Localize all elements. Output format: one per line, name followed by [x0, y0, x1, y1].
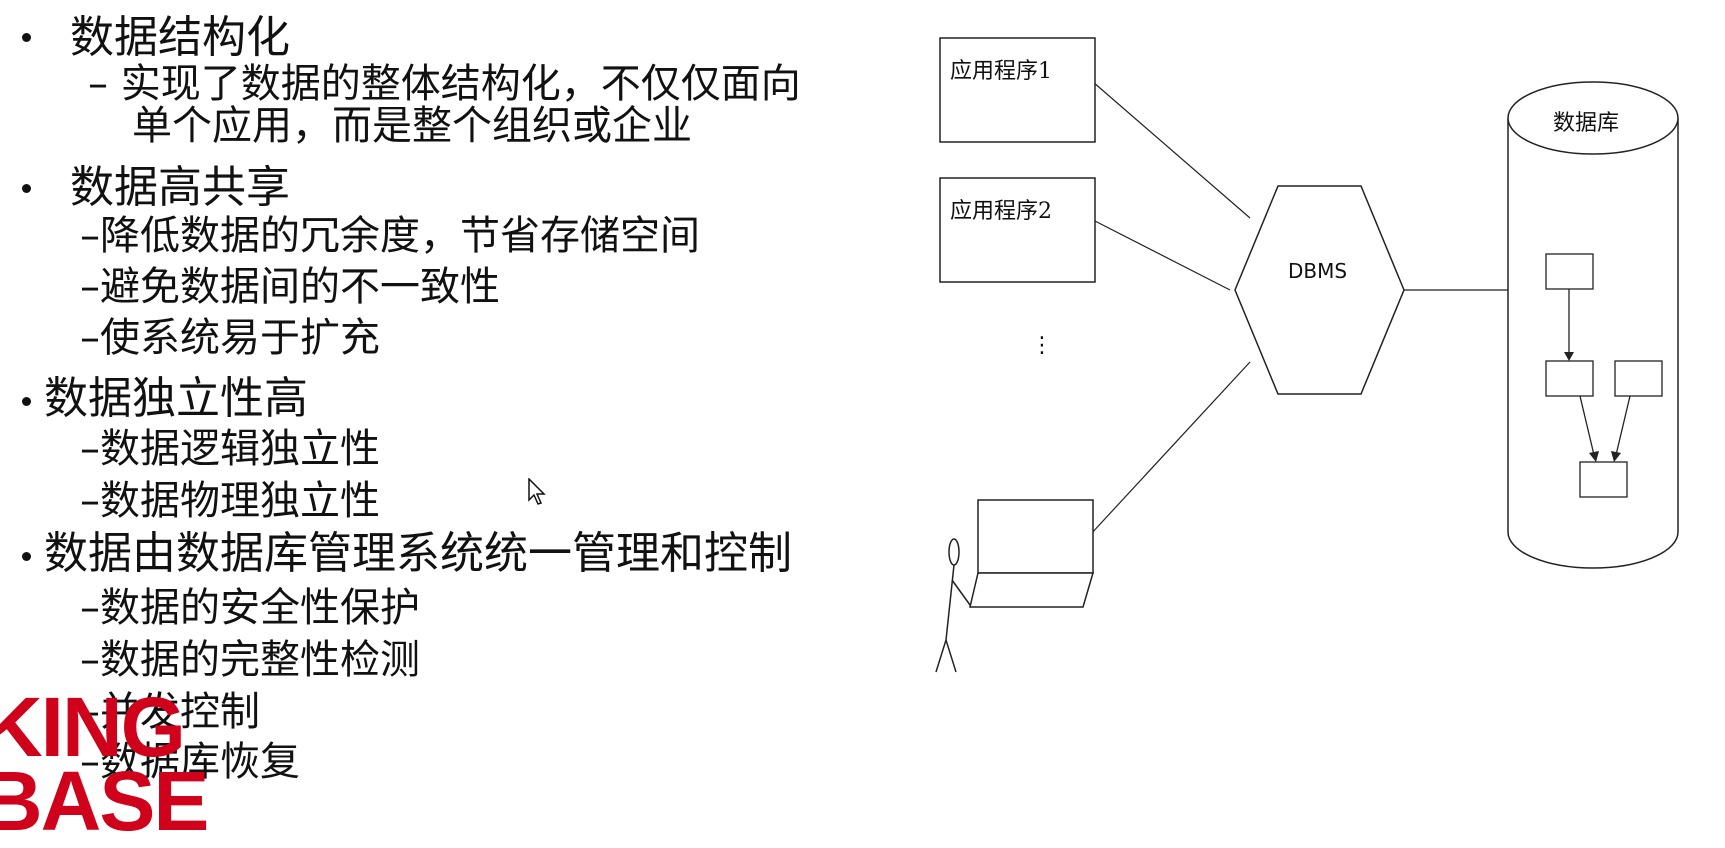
bullet-heading: 数据由数据库管理系统统一管理和控制 [44, 528, 792, 579]
db-node [1545, 253, 1594, 290]
kingbase-logo: KING BASE [0, 680, 212, 843]
sub-item: –降低数据的冗余度，节省存储空间 [80, 213, 700, 259]
connector-user-dbms [1089, 361, 1251, 536]
sub-item: –数据库恢复 [80, 739, 300, 785]
connector-app1-dbms [1092, 81, 1251, 219]
bullet-dot [22, 184, 31, 193]
sub-item: – 实现了数据的整体结构化，不仅仅面向 [88, 61, 801, 107]
bullet-heading: 数据独立性高 [44, 373, 308, 424]
db-node [1545, 360, 1594, 397]
laptop-screen [977, 499, 1094, 574]
bullet-dot [22, 397, 31, 406]
db-arrow [1579, 395, 1595, 456]
app-label-1: 应用程序1 [950, 59, 1052, 84]
bullet-dot [22, 33, 31, 42]
sub-item: –数据逻辑独立性 [80, 426, 380, 472]
connector-app2-dbms [1092, 219, 1231, 291]
database-top [1507, 81, 1679, 155]
mouse-pointer-icon [528, 478, 546, 505]
user-stick-figure [935, 538, 971, 673]
logo-line-2: BASE [0, 754, 209, 848]
bullet-dot [22, 552, 31, 561]
db-node [1614, 360, 1663, 397]
db-node [1579, 461, 1628, 498]
database-cylinder [1507, 118, 1679, 569]
db-arrowhead [1564, 352, 1574, 361]
logo-line-1: KING [0, 680, 186, 774]
app-box-1 [939, 37, 1096, 143]
db-arrow [1615, 395, 1631, 456]
bullet-heading: 数据结构化 [70, 12, 290, 63]
dbms-label: DBMS [1288, 259, 1347, 283]
sub-item: –并发控制 [80, 689, 260, 735]
laptop-base [969, 572, 1095, 608]
app-label-2: 应用程序2 [950, 199, 1052, 224]
db-arrowhead [1589, 451, 1599, 462]
dbms-hexagon [1234, 185, 1405, 395]
slide-bullets: 数据结构化 – 实现了数据的整体结构化，不仅仅面向 单个应用，而是整个组织或企业… [0, 0, 900, 786]
app-box-2 [939, 177, 1096, 283]
database-label: 数据库 [1553, 111, 1619, 136]
sub-item: –数据的完整性检测 [80, 637, 420, 683]
dbms-diagram: 应用程序1 应用程序2 ⋮ DBMS 数据库 [935, 37, 1679, 673]
bullet-heading: 数据高共享 [70, 162, 290, 213]
sub-item: –使系统易于扩充 [80, 315, 380, 361]
sub-item: –避免数据间的不一致性 [80, 264, 500, 310]
more-apps-ellipsis: ⋮ [1031, 333, 1053, 358]
db-arrowhead [1611, 451, 1621, 462]
sub-item: –数据物理独立性 [80, 478, 380, 524]
sub-item: 单个应用，而是整个组织或企业 [132, 103, 692, 149]
sub-item: –数据的安全性保护 [80, 585, 420, 631]
